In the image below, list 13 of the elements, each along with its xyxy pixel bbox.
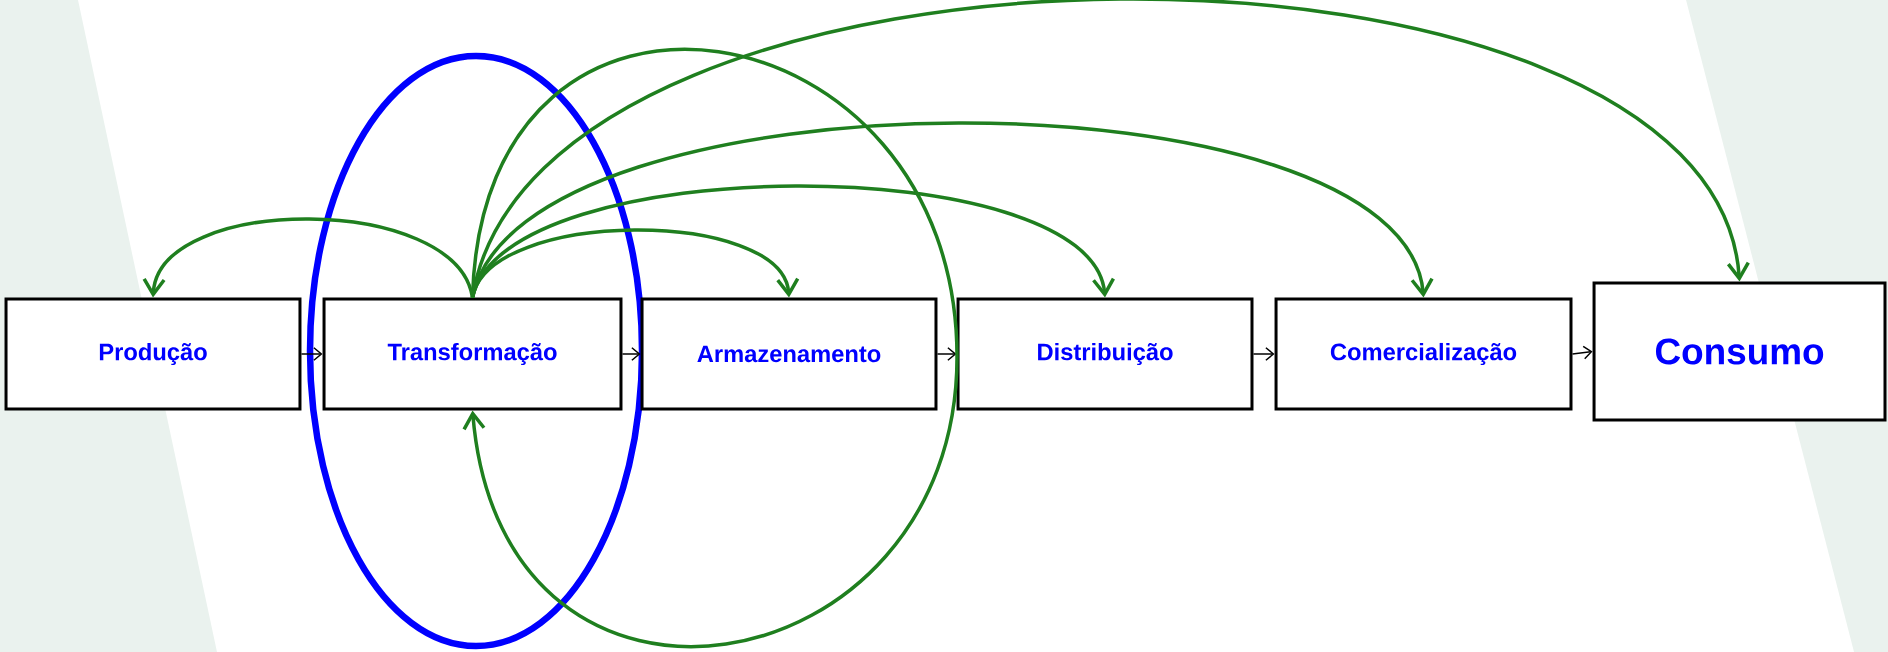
- arrow: [142, 217, 475, 299]
- process-box: Transformação: [322, 297, 623, 411]
- arrow: [621, 347, 641, 361]
- process-box: Produção: [4, 297, 302, 411]
- process-box: Consumo: [1592, 281, 1887, 422]
- process-box: Armazenamento: [640, 297, 938, 411]
- arrow: [1252, 347, 1275, 361]
- arrow: [300, 347, 323, 361]
- arrow: [936, 347, 957, 361]
- arrow: [1571, 345, 1593, 360]
- process-box: Distribuição: [956, 297, 1254, 411]
- process-box: Comercialização: [1274, 297, 1573, 411]
- arrow: [462, 49, 959, 647]
